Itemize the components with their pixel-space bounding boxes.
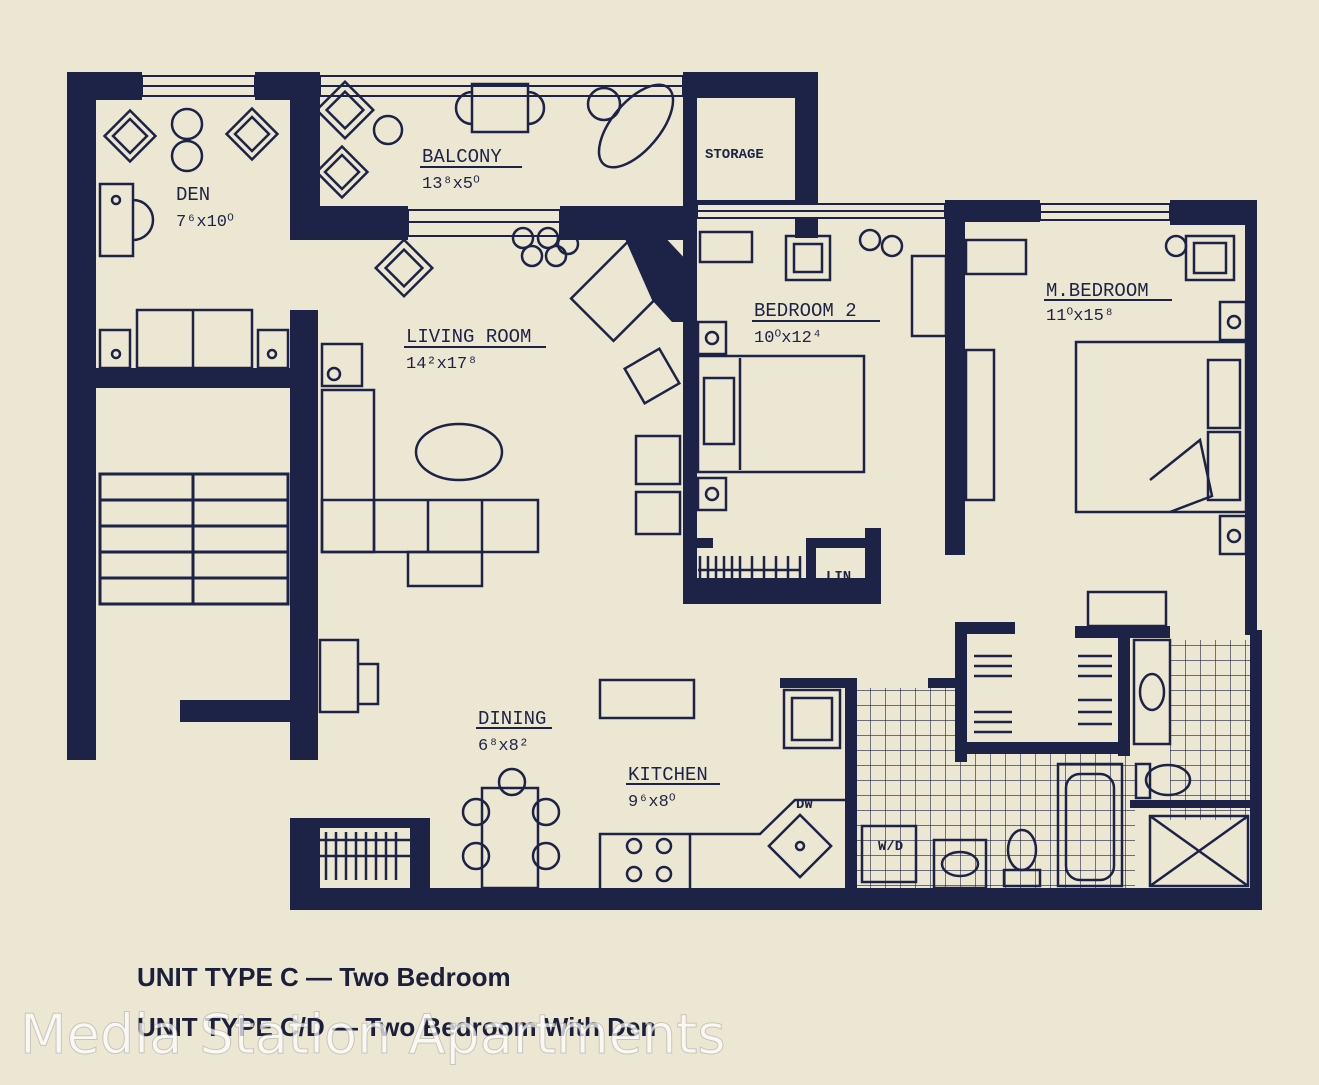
closet-hangers (324, 556, 1112, 880)
stairs (98, 472, 290, 606)
caption-unit-type-cd: UNIT TYPE C/D — Two Bedroom With Den (137, 1012, 657, 1042)
dining-size: 6⁸x8² (478, 737, 529, 756)
windows (141, 75, 1171, 237)
caption-unit-type-c: UNIT TYPE C — Two Bedroom (137, 962, 511, 992)
den-size: 7⁶x10⁰ (176, 213, 234, 232)
balcony-size: 13⁸x5⁰ (422, 175, 480, 194)
linen-label: LIN (826, 569, 851, 585)
kitchen-label: KITCHEN (628, 764, 708, 786)
walls (67, 72, 1262, 910)
furniture (98, 79, 1250, 892)
storage-label: STORAGE (705, 147, 764, 163)
tile-floor (855, 640, 1250, 888)
dining-label: DINING (478, 708, 546, 730)
living-room-size: 14²x17⁸ (406, 355, 477, 374)
kitchen-size: 9⁶x8⁰ (628, 793, 676, 812)
bedroom2-size: 10⁰x12⁴ (754, 329, 822, 348)
washer-dryer-label: W/D (878, 839, 903, 855)
master-bedroom-label: M.BEDROOM (1046, 280, 1149, 302)
room-labels: DEN 7⁶x10⁰ BALCONY 13⁸x5⁰ STORAGE LIVING… (176, 146, 1172, 855)
bedroom2-label: BEDROOM 2 (754, 300, 857, 322)
watermark: Media Station Apartments (20, 1003, 727, 1067)
master-bedroom-size: 11⁰x15⁸ (1046, 307, 1114, 326)
balcony-label: BALCONY (422, 146, 502, 168)
living-room-label: LIVING ROOM (406, 326, 531, 348)
dishwasher-label: DW (796, 797, 813, 813)
den-label: DEN (176, 184, 210, 206)
